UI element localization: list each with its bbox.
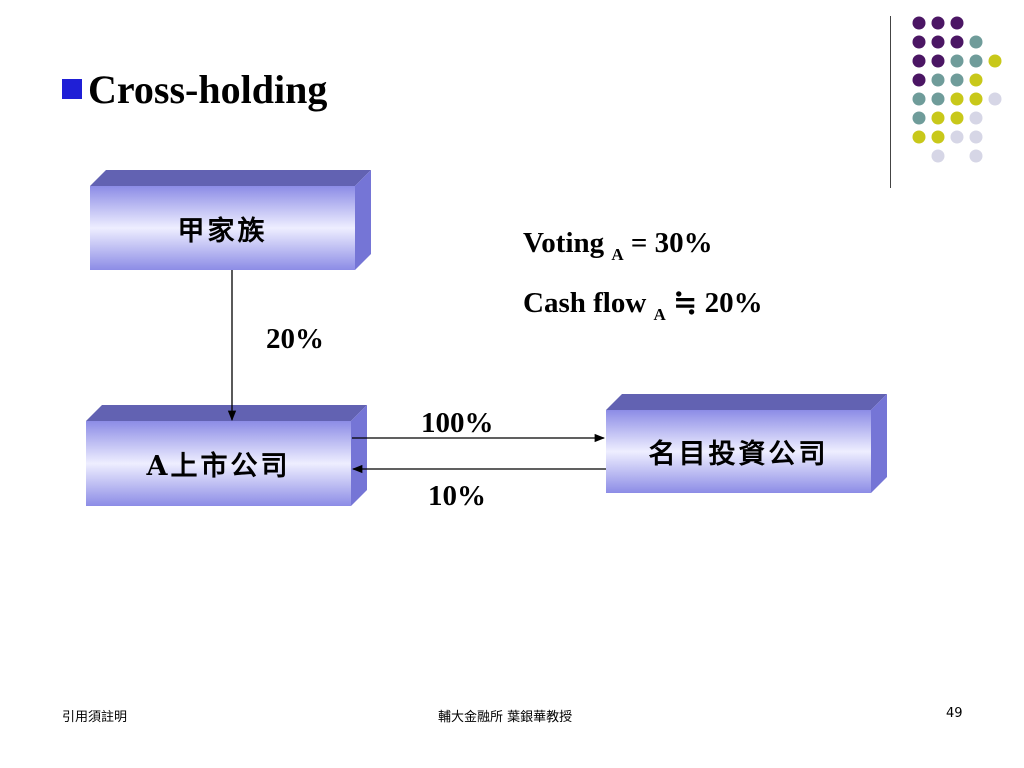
nominee-company-box-label: 名目投資公司 <box>648 439 829 470</box>
footer-center: 輔大金融所 葉銀華教授 <box>438 710 573 725</box>
voting-formula: Voting A = 30% <box>523 226 713 272</box>
listed-company-box-shape <box>86 405 367 506</box>
family-box-label: 甲家族 <box>177 215 268 247</box>
nominee-company-box-shape <box>606 394 887 493</box>
page-number: 49 <box>946 706 963 721</box>
edge-label-10: 10% <box>428 480 486 512</box>
voting-value: = 30% <box>630 227 713 259</box>
voting-label: Voting <box>523 227 605 259</box>
edge-label-100: 100% <box>421 407 494 439</box>
square-bullet-icon <box>62 79 82 99</box>
decorative-dot-grid <box>912 16 1002 163</box>
voting-subscript: A <box>611 245 624 264</box>
slide-title: Cross-holding <box>62 66 327 114</box>
family-box-shape <box>90 170 371 270</box>
cashflow-subscript: A <box>653 305 666 324</box>
cashflow-formula: Cash flow A ≒ 20% <box>523 286 763 332</box>
cashflow-value: ≒ 20% <box>673 287 763 319</box>
listed-company-box-label: A上市公司 <box>146 451 291 482</box>
cashflow-label: Cash flow <box>523 287 647 319</box>
footer-left: 引用須註明 <box>62 710 128 725</box>
decorative-divider <box>890 16 891 188</box>
edge-label-20: 20% <box>266 323 324 355</box>
